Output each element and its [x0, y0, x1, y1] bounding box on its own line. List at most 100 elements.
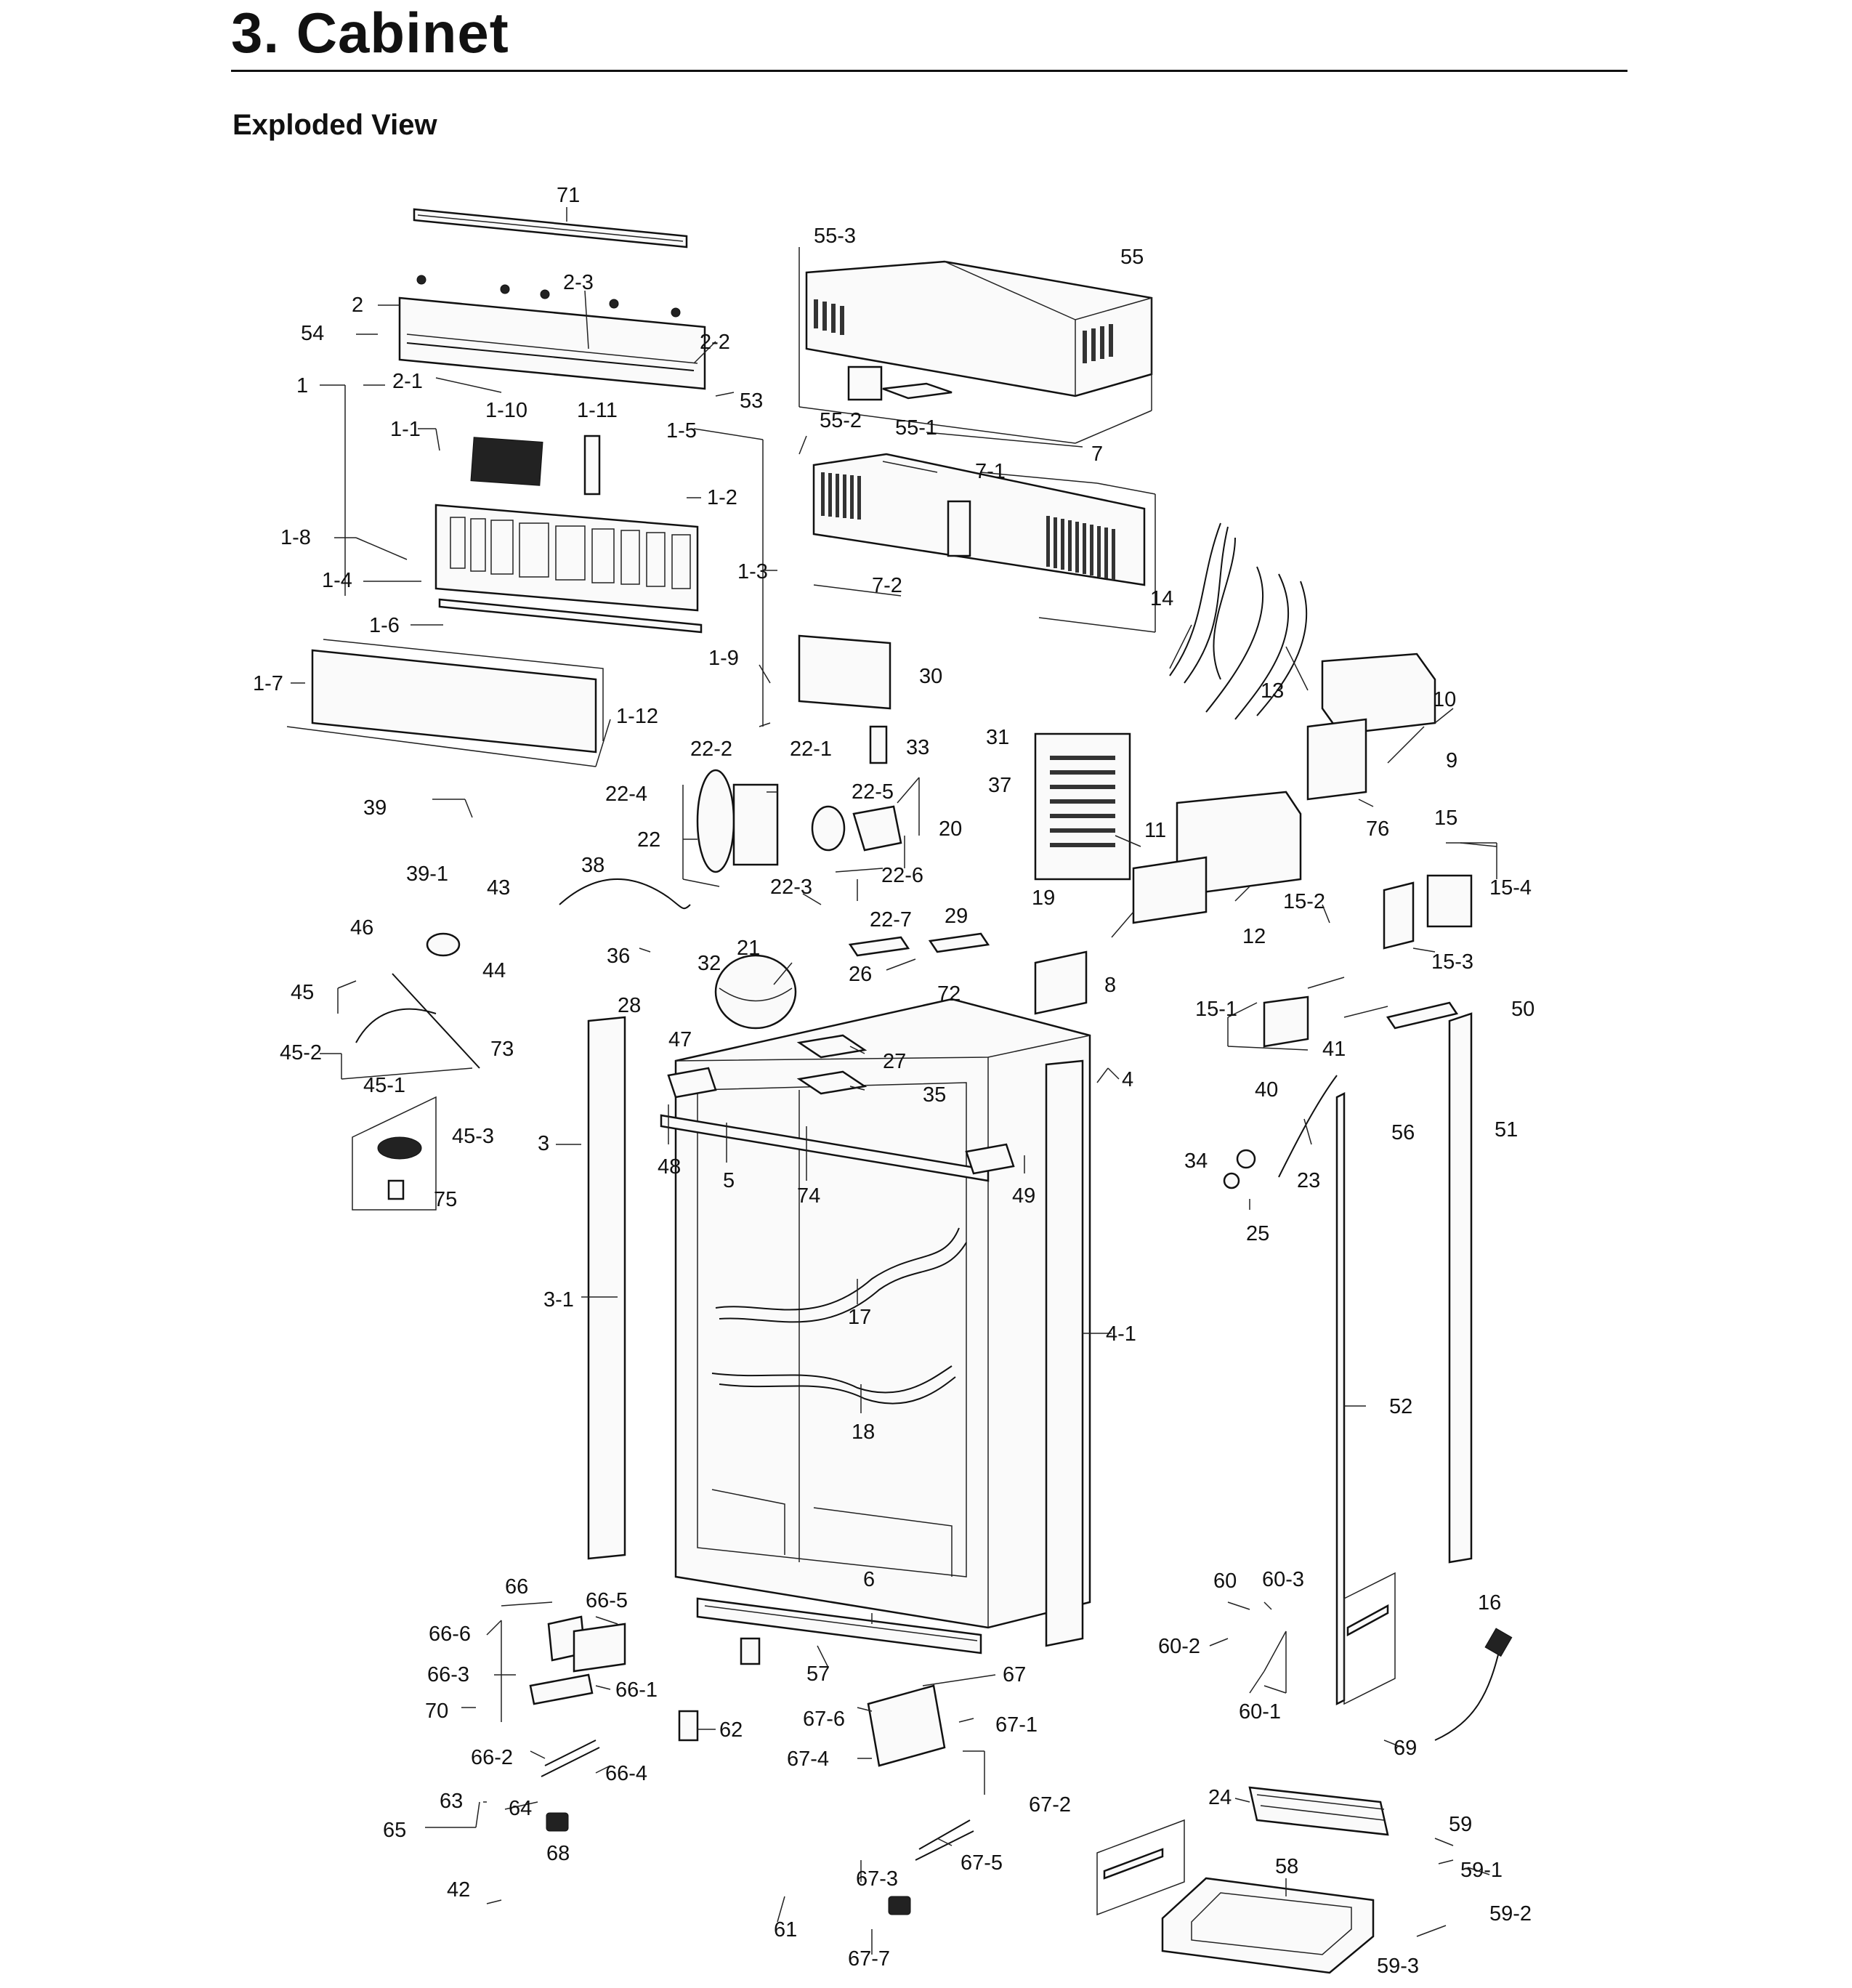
part-label: 22-6: [881, 864, 923, 887]
part-label: 75: [434, 1188, 457, 1211]
wire-harness-17: [715, 1227, 967, 1323]
part-label: 67-7: [848, 1947, 890, 1971]
part-label: 9: [1446, 749, 1457, 772]
part-label: 15: [1434, 807, 1457, 830]
part-label: 60: [1213, 1569, 1237, 1593]
part-label: 1-11: [577, 399, 618, 422]
part-label: 1: [296, 374, 308, 397]
part-label: 20: [939, 817, 962, 841]
part-label: 36: [607, 945, 630, 968]
tube-38: [559, 878, 691, 910]
part-label: 67-6: [803, 1708, 845, 1731]
rail-50: [1386, 1001, 1459, 1030]
part-label: 59-1: [1460, 1859, 1503, 1882]
part-label: 67: [1003, 1663, 1026, 1686]
foot-68: [546, 1812, 569, 1832]
foot-67-7: [888, 1896, 911, 1915]
inset-box-75: [352, 1096, 437, 1211]
part-label: 55-2: [820, 409, 862, 432]
leader-lines: [286, 207, 1497, 1955]
cabinet-body: [674, 998, 1091, 1629]
part-label: 1-6: [369, 614, 400, 637]
part-label: 66-2: [471, 1746, 513, 1769]
part-label: 46: [350, 916, 373, 940]
display-cover-glass-1-7: [311, 639, 604, 753]
part-label: 45-3: [452, 1125, 494, 1148]
part-label: 66-1: [615, 1678, 658, 1702]
part-label: 22: [637, 828, 660, 852]
control-box-30: [798, 634, 891, 764]
part-label: 66-5: [586, 1589, 628, 1612]
part-label: 66-4: [605, 1762, 647, 1785]
part-label: 3: [538, 1132, 549, 1155]
box-15-1: [1263, 995, 1309, 1048]
part-label: 7: [1091, 443, 1103, 466]
part-label: 67-2: [1029, 1793, 1071, 1817]
part-label: 28: [618, 994, 641, 1017]
part-label: 59: [1449, 1813, 1472, 1836]
part-label: 1-7: [253, 672, 283, 695]
kick-plate-57: [696, 1597, 982, 1654]
part-label: 44: [482, 959, 506, 982]
display-panel-1: [434, 435, 703, 634]
part-label: 42: [447, 1878, 470, 1902]
part-label: 62: [719, 1718, 743, 1742]
section-title: 3. Cabinet: [231, 1, 509, 65]
sensor-23: [1278, 1075, 1338, 1178]
part-label: 3-1: [543, 1288, 574, 1312]
part-label: 64: [509, 1797, 532, 1820]
part-label: 26: [849, 963, 872, 986]
part-label: 48: [658, 1155, 681, 1179]
part-label: 5: [723, 1169, 735, 1192]
part-label: 19: [1032, 886, 1055, 910]
part-label: 54: [301, 322, 324, 345]
part-label: 55-3: [814, 225, 856, 248]
part-label: 13: [1261, 679, 1284, 703]
part-callouts: 71 55-3 55 2 2-3 54 2-2 53 1 2-1 1-10 1-…: [253, 184, 1534, 1978]
wire-harness-13: [1205, 566, 1308, 720]
part-label: 67-5: [961, 1851, 1003, 1875]
part-label: 27: [883, 1050, 906, 1073]
part-label: 32: [697, 952, 721, 975]
fan-motor-22: [696, 769, 902, 873]
part-label: 31: [986, 726, 1009, 749]
part-label: 1-2: [707, 486, 737, 509]
part-label: 2-2: [700, 331, 730, 354]
part-label: 14: [1150, 587, 1173, 610]
part-label: 70: [425, 1700, 448, 1723]
back-cover-7: [812, 453, 1146, 586]
part-label: 22-3: [770, 876, 812, 899]
wire-harness-18: [711, 1365, 956, 1405]
compressor-21: [714, 954, 797, 1030]
part-label: 1-5: [666, 419, 697, 443]
part-label: 60-1: [1239, 1700, 1281, 1724]
part-label: 1-1: [390, 418, 421, 441]
cover-15-4: [1426, 874, 1473, 928]
part-label: 1-4: [322, 569, 352, 592]
part-label: 22-4: [605, 783, 647, 806]
electrical-box-plate-12: [1132, 856, 1208, 924]
lower-hinge-67: [867, 1684, 946, 1767]
side-trim-left-3: [587, 1016, 626, 1560]
part-label: 57: [806, 1662, 830, 1686]
exploded-view-subtitle: Exploded View: [232, 109, 437, 141]
part-label: 1-12: [616, 705, 658, 728]
cover-15-3: [1383, 881, 1415, 950]
part-label: 60-2: [1158, 1635, 1200, 1658]
inset-box-58-left: [1096, 1819, 1185, 1916]
part-label: 39-1: [406, 862, 448, 886]
part-label: 22-5: [852, 780, 894, 804]
leveling-leg-62: [678, 1637, 761, 1742]
bracket-8: [1034, 950, 1088, 1015]
part-label: 16: [1478, 1591, 1501, 1615]
part-label: 22-1: [790, 738, 832, 761]
part-label: 40: [1255, 1078, 1278, 1102]
part-label: 11: [1144, 819, 1166, 842]
bracket-44: [426, 932, 461, 957]
part-label: 38: [581, 854, 604, 877]
part-label: 45: [291, 981, 314, 1004]
part-label: 76: [1366, 817, 1389, 841]
plate-27: [796, 1034, 868, 1059]
grommet-34: [1223, 1149, 1256, 1189]
